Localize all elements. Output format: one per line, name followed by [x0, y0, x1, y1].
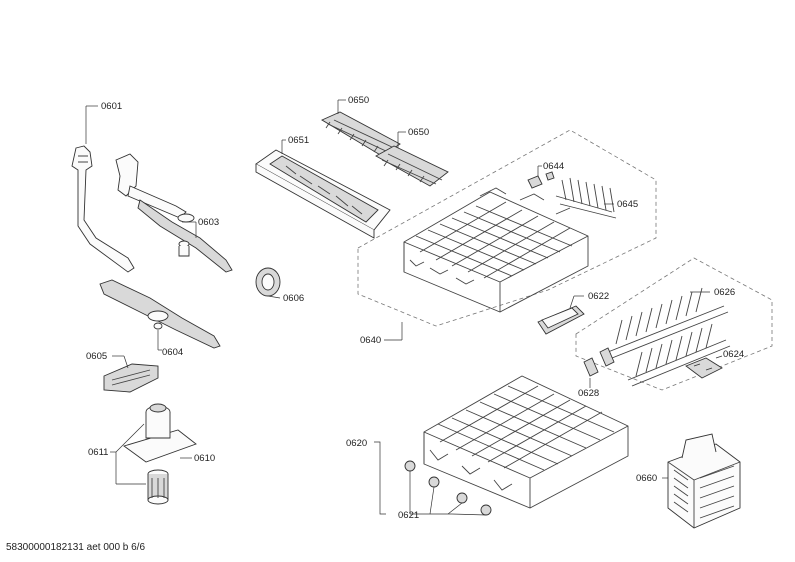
- part-label-0611: 0611: [88, 447, 108, 458]
- folding-rack-part: [607, 287, 731, 387]
- part-label-0621: 0621: [398, 510, 419, 521]
- part-label-0604: 0604: [162, 347, 183, 358]
- part-label-0650-b: 0650: [408, 127, 429, 138]
- upper-basket-part: [403, 187, 589, 313]
- part-label-0660: 0660: [636, 473, 657, 484]
- part-label-0650-a: 0650: [348, 95, 369, 106]
- part-label-0620: 0620: [346, 438, 367, 449]
- part-label-0645: 0645: [617, 199, 638, 210]
- clip-part-0624: [685, 357, 723, 379]
- part-label-0644: 0644: [543, 161, 564, 172]
- filter-disc-part: [255, 267, 281, 297]
- part-label-0610: 0610: [194, 453, 215, 464]
- spray-supply-pipe-part: [71, 145, 135, 273]
- part-label-0605: 0605: [86, 351, 107, 362]
- micro-filter-plate-part: [103, 363, 159, 393]
- document-reference: 58300000182131 aet 000 b 6/6: [6, 542, 146, 553]
- part-label-0624: 0624: [723, 349, 744, 360]
- part-label-0603: 0603: [198, 217, 219, 228]
- fixing-part-0628: [583, 347, 615, 377]
- cup-rack-part: [555, 177, 617, 219]
- cylinder-filter-part: [147, 469, 169, 505]
- part-label-0622: 0622: [588, 291, 609, 302]
- fine-filter-plate-part: [122, 403, 197, 463]
- upper-basket-group-outline: [357, 129, 657, 327]
- lower-spray-arm-part: [99, 279, 221, 349]
- part-label-0626: 0626: [714, 287, 735, 298]
- upper-spray-arm-part: [115, 153, 233, 273]
- cutlery-tray-part: [255, 149, 391, 239]
- part-label-0628: 0628: [578, 388, 599, 399]
- cutlery-basket-part: [667, 433, 741, 529]
- clip-part-0644: [527, 171, 555, 189]
- cutlery-insert-part-1: [321, 111, 401, 157]
- part-label-0640: 0640: [360, 335, 381, 346]
- part-label-0601: 0601: [101, 101, 122, 112]
- lower-basket-part: [423, 375, 629, 509]
- lower-accessories-group-outline: [575, 257, 773, 391]
- part-label-0606: 0606: [283, 293, 304, 304]
- handle-part-0622: [537, 305, 585, 335]
- cutlery-insert-part-2: [375, 145, 449, 187]
- part-label-0651: 0651: [288, 135, 309, 146]
